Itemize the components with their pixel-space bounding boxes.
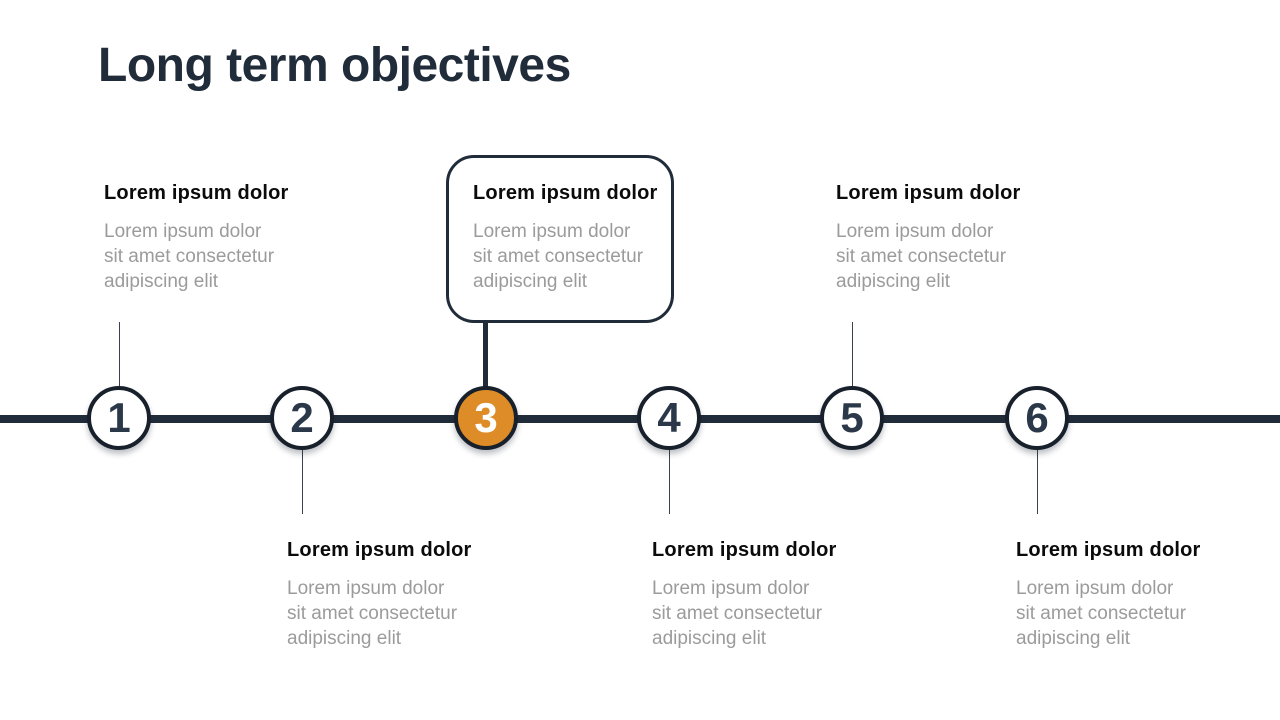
milestone-number: 6: [1025, 394, 1049, 441]
milestone-node-2: 2: [270, 386, 334, 450]
body-line: Lorem ipsum dolor: [1016, 578, 1174, 599]
body-line: adipiscing elit: [104, 271, 219, 292]
text-block-1: Lorem ipsum dolor Lorem ipsum dolor sit …: [104, 180, 319, 294]
body-line: sit amet consectetur: [1016, 603, 1187, 624]
body-line: Lorem ipsum dolor: [652, 578, 810, 599]
milestone-node-3-active: 3: [454, 386, 518, 450]
text-block-3: Lorem ipsum dolor Lorem ipsum dolor sit …: [473, 180, 688, 294]
body-line: Lorem ipsum dolor: [473, 221, 631, 242]
connector-line-6: [1037, 450, 1038, 514]
body-line: Lorem ipsum dolor: [836, 221, 994, 242]
text-block-6: Lorem ipsum dolor Lorem ipsum dolor sit …: [1016, 537, 1231, 651]
text-block-4: Lorem ipsum dolor Lorem ipsum dolor sit …: [652, 537, 867, 651]
page-title: Long term objectives: [98, 39, 571, 92]
milestone-node-5: 5: [820, 386, 884, 450]
text-block-5: Lorem ipsum dolor Lorem ipsum dolor sit …: [836, 180, 1051, 294]
item-heading: Lorem ipsum dolor: [836, 182, 1021, 204]
item-heading: Lorem ipsum dolor: [473, 182, 658, 204]
body-line: adipiscing elit: [836, 271, 951, 292]
body-line: sit amet consectetur: [836, 246, 1007, 267]
text-block-2: Lorem ipsum dolor Lorem ipsum dolor sit …: [287, 537, 502, 651]
highlight-box-step-3: [446, 155, 674, 323]
body-line: adipiscing elit: [473, 271, 588, 292]
connector-line-1: [119, 322, 120, 386]
body-line: Lorem ipsum dolor: [104, 221, 262, 242]
milestone-number: 5: [840, 394, 864, 441]
item-heading: Lorem ipsum dolor: [652, 539, 837, 561]
milestone-number: 1: [107, 394, 131, 441]
connector-line-3: [483, 318, 488, 390]
body-line: sit amet consectetur: [287, 603, 458, 624]
body-line: sit amet consectetur: [652, 603, 823, 624]
milestone-number: 4: [657, 394, 681, 441]
milestone-number: 2: [290, 394, 314, 441]
connector-line-2: [302, 450, 303, 514]
body-line: sit amet consectetur: [104, 246, 275, 267]
connector-line-4: [669, 450, 670, 514]
milestone-node-1: 1: [87, 386, 151, 450]
milestone-number: 3: [474, 394, 498, 441]
item-heading: Lorem ipsum dolor: [104, 182, 289, 204]
body-line: adipiscing elit: [287, 628, 402, 649]
body-line: adipiscing elit: [1016, 628, 1131, 649]
milestone-node-4: 4: [637, 386, 701, 450]
item-heading: Lorem ipsum dolor: [1016, 539, 1201, 561]
milestone-node-6: 6: [1005, 386, 1069, 450]
connector-line-5: [852, 322, 853, 386]
body-line: Lorem ipsum dolor: [287, 578, 445, 599]
body-line: adipiscing elit: [652, 628, 767, 649]
body-line: sit amet consectetur: [473, 246, 644, 267]
item-heading: Lorem ipsum dolor: [287, 539, 472, 561]
